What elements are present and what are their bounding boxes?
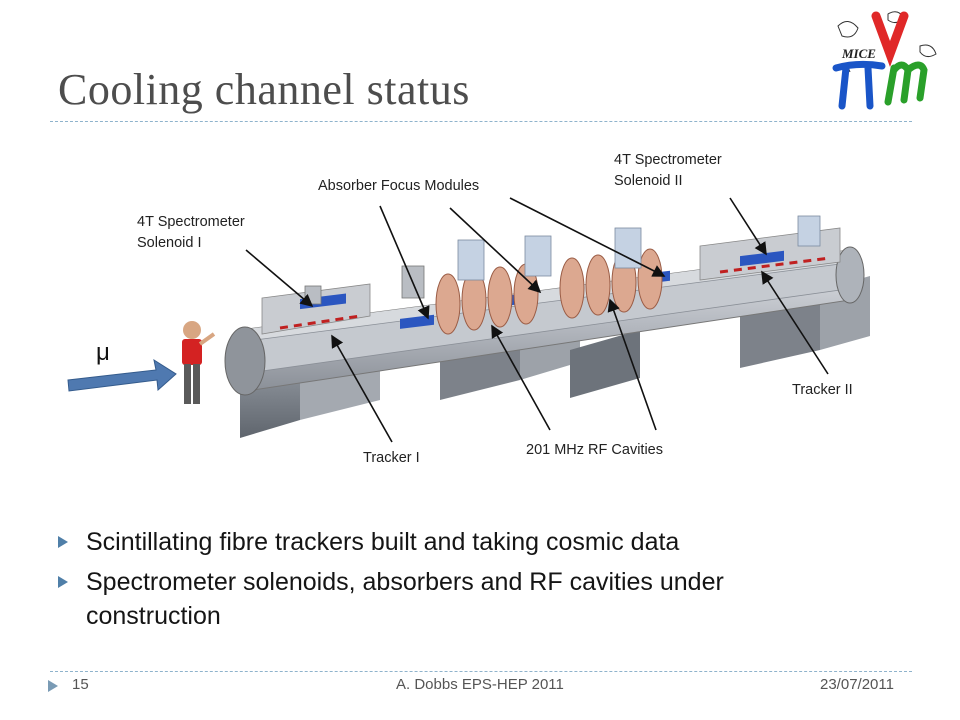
label-spectrometer-1-line1: 4T Spectrometer — [137, 214, 245, 230]
person-figure — [182, 321, 216, 404]
bullet-text: Spectrometer solenoids, absorbers and RF… — [86, 568, 724, 630]
footer-divider — [50, 671, 912, 672]
label-spectrometer-solenoid-1: 4T Spectrometer Solenoid I — [137, 212, 245, 254]
bullet-arrow-icon — [58, 536, 68, 548]
callout-lines — [245, 197, 829, 443]
footer-author: A. Dobbs EPS-HEP 2011 — [396, 676, 564, 693]
label-spectrometer-1-line2: Solenoid I — [137, 235, 202, 251]
slide-title: Cooling channel status — [58, 65, 470, 114]
footer-arrow-icon — [48, 680, 58, 692]
rf-cavities — [435, 248, 663, 335]
title-divider — [50, 121, 912, 122]
bullet-arrow-icon — [58, 576, 68, 588]
logo-text: MICE — [841, 46, 876, 61]
bullet-item: Spectrometer solenoids, absorbers and RF… — [58, 565, 838, 633]
label-absorber-focus-modules: Absorber Focus Modules — [318, 178, 480, 194]
label-spectrometer-solenoid-2: 4T Spectrometer Solenoid II — [614, 150, 722, 192]
channel-body — [224, 246, 865, 396]
muon-beam-arrow — [67, 358, 177, 392]
label-tracker-2: Tracker II — [792, 382, 853, 398]
label-spectrometer-2-line2: Solenoid II — [614, 173, 683, 189]
label-tracker-1: Tracker I — [363, 450, 420, 466]
footer-page-number: 15 — [72, 676, 89, 693]
muon-symbol: μ — [96, 339, 110, 366]
bullet-list: Scintillating fibre trackers built and t… — [58, 525, 838, 639]
footer-date: 23/07/2011 — [820, 676, 894, 693]
bullet-item: Scintillating fibre trackers built and t… — [58, 525, 838, 559]
mice-logo: MICE — [832, 11, 937, 110]
label-rf-cavities: 201 MHz RF Cavities — [526, 442, 663, 458]
bullet-text: Scintillating fibre trackers built and t… — [86, 528, 680, 556]
label-spectrometer-2-line1: 4T Spectrometer — [614, 152, 722, 168]
